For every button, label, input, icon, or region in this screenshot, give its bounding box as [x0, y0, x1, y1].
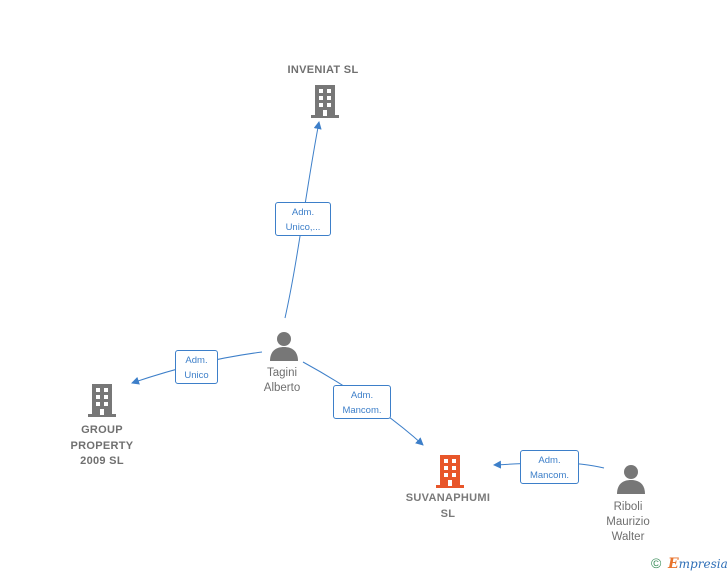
copyright-icon: ©: [651, 555, 662, 571]
brand-initial: E: [668, 556, 679, 572]
edge-label-riboli-suvanaphumi: Adm. Mancom.: [520, 450, 579, 484]
riboli-label[interactable]: Riboli Maurizio Walter: [606, 501, 650, 543]
edge-label-line2: Mancom.: [529, 470, 570, 481]
edge-label-line2: Unico,...: [285, 222, 321, 233]
riboli-person-icon[interactable]: [615, 463, 647, 495]
edge-label-line1: Adm.: [185, 355, 208, 366]
edge-label-tagini-group-property: Adm. Unico: [175, 350, 218, 384]
group-property-label[interactable]: GROUP PROPERTY 2009 SL: [70, 424, 134, 467]
edge-label-line1: Adm.: [350, 390, 374, 401]
edge-label-tagini-inveniat: Adm. Unico,...: [275, 202, 331, 236]
tagini-label[interactable]: Tagini Alberto: [263, 367, 301, 394]
edge-label-line2: Mancom.: [342, 405, 382, 416]
group-property-building-icon[interactable]: [86, 382, 118, 418]
inveniat-label[interactable]: INVENIAT SL: [287, 64, 359, 76]
edge-label-line1: Adm.: [291, 207, 315, 218]
empresia-logo[interactable]: Empresia: [668, 556, 728, 572]
inveniat-building-icon[interactable]: [309, 83, 341, 119]
edge-label-line2: Unico: [184, 370, 209, 381]
edge-label-tagini-suvanaphumi: Adm. Mancom.: [333, 385, 391, 419]
edge-label-line1: Adm.: [538, 455, 561, 466]
tagini-person-icon[interactable]: [268, 330, 300, 362]
suvanaphumi-building-icon[interactable]: [434, 453, 466, 489]
suvanaphumi-label[interactable]: SUVANAPHUMI SL: [405, 492, 491, 520]
brand-rest: mpresia: [678, 557, 728, 571]
